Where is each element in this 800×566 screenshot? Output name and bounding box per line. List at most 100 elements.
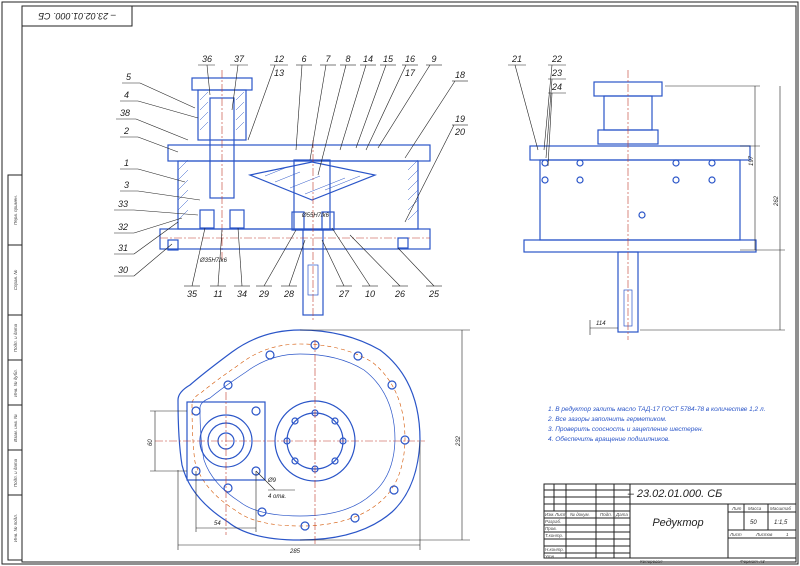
part-no: 1 bbox=[124, 158, 129, 168]
front-section-view: Ø35H7/k6 Ø55H7/k6 bbox=[159, 70, 431, 322]
bearing-left bbox=[291, 211, 305, 231]
bearing-input-l bbox=[199, 209, 215, 229]
note-4: 4. Обеспечить вращение подшипников. bbox=[548, 435, 670, 443]
stamp-orig-inv: Инв. № подл. bbox=[13, 514, 18, 542]
format-label: Формат А3 bbox=[740, 559, 765, 564]
tb-person: Утв. bbox=[545, 554, 555, 559]
dim-hole-count: 4 отв. bbox=[268, 494, 286, 500]
copied-label: Копировал bbox=[640, 559, 663, 564]
part-no: 17 bbox=[405, 68, 416, 78]
part-no: 38 bbox=[120, 108, 130, 118]
part-no: 21 bbox=[511, 54, 522, 64]
plan-inner-dashed bbox=[191, 343, 406, 527]
bevel-gear bbox=[247, 161, 378, 201]
part-no: 34 bbox=[237, 289, 247, 299]
side-base bbox=[523, 239, 757, 253]
stamp-sign-date-2: Подп. и дата bbox=[13, 458, 18, 487]
part-no: 25 bbox=[428, 289, 440, 299]
part-no: 8 bbox=[345, 54, 350, 64]
side-cover bbox=[529, 145, 751, 161]
tb-mass-value: 50 bbox=[750, 520, 757, 526]
part-no: 31 bbox=[118, 243, 128, 253]
part-no: 23 bbox=[551, 68, 562, 78]
dim-plan-height: 232 bbox=[456, 435, 462, 447]
part-no: 24 bbox=[551, 82, 562, 92]
dim-plan-width: 285 bbox=[289, 549, 301, 555]
tb-scale-value: 1:1,5 bbox=[774, 520, 788, 526]
drawing-code: – 23.02.01.000. СБ bbox=[627, 488, 723, 500]
tb-person: Т.контр. bbox=[545, 533, 563, 538]
part-no: 10 bbox=[365, 289, 375, 299]
note-2: 2. Все зазоры заполнить герметиком. bbox=[547, 416, 667, 423]
tb-row-label: Лист bbox=[554, 512, 567, 517]
tb-scale: Масштаб bbox=[770, 506, 791, 511]
plan-view: 285 232 60 54 Ø9 4 отв. bbox=[148, 329, 470, 555]
dim-hole: Ø9 bbox=[267, 478, 277, 484]
plan-outline bbox=[177, 329, 421, 541]
part-no: 7 bbox=[325, 54, 331, 64]
dim-left-flange: 60 bbox=[148, 439, 154, 446]
side-view: 197 262 114 bbox=[523, 70, 785, 340]
part-no: 9 bbox=[431, 54, 436, 64]
stamp-dup-inv: Инв. № дубл. bbox=[13, 369, 18, 397]
tb-row-label: Подп. bbox=[600, 512, 612, 517]
part-no: 19 bbox=[455, 114, 465, 124]
part-no: 18 bbox=[455, 70, 465, 80]
part-no: 13 bbox=[274, 68, 284, 78]
part-numbers-left: 5 4 38 2 1 3 33 32 31 30 bbox=[114, 72, 201, 277]
part-no: 27 bbox=[338, 289, 350, 299]
part-no: 37 bbox=[234, 54, 245, 64]
dim-side-total: 262 bbox=[774, 195, 780, 207]
part-no: 2 bbox=[123, 126, 129, 136]
part-no: 22 bbox=[551, 54, 562, 64]
part-no: 6 bbox=[301, 54, 306, 64]
bearing-right bbox=[321, 211, 335, 231]
tb-sheet: Лист bbox=[729, 532, 742, 537]
note-3: 3. Проверить соосность и зацепление шест… bbox=[548, 426, 704, 433]
part-no: 33 bbox=[118, 199, 128, 209]
stamp-first-use: Перв. примен. bbox=[13, 195, 18, 225]
top-stamp-box: – 23.02.01.000. СБ bbox=[21, 5, 133, 27]
part-no: 36 bbox=[202, 54, 212, 64]
note-1: 1. В редуктор залить масло ТАД-17 ГОСТ 5… bbox=[548, 405, 766, 413]
stamp-ref-no: Справ. № bbox=[13, 270, 18, 291]
part-no: 14 bbox=[363, 54, 373, 64]
part-numbers-bottom: 35 11 34 29 28 27 10 26 25 bbox=[184, 227, 442, 299]
part-no: 30 bbox=[118, 265, 128, 275]
part-numbers-side: 21 22 23 24 bbox=[508, 54, 566, 167]
part-numbers-top: 36 37 12 13 6 7 8 14 15 16 17 9 18 19 20 bbox=[198, 54, 468, 223]
dim-side-inner: 197 bbox=[749, 155, 755, 166]
part-no: 12 bbox=[274, 54, 284, 64]
tb-row-label: № докум. bbox=[570, 512, 590, 517]
left-stamp-strip: Перв. примен. Справ. № Подп. и дата Инв.… bbox=[7, 174, 23, 561]
part-no: 32 bbox=[118, 222, 128, 232]
tb-row-label: Дата bbox=[615, 512, 628, 517]
tb-lit: Лит bbox=[731, 506, 742, 511]
title-block: Изм. Лист № докум. Подп. Дата Разраб. Пр… bbox=[543, 483, 797, 559]
bearing-input-r bbox=[229, 209, 245, 229]
dim-bolt-pitch: 54 bbox=[214, 521, 221, 527]
tb-sheets-value: 1 bbox=[786, 532, 789, 537]
base-plate bbox=[159, 228, 431, 250]
bore-dim-b: Ø55H7/k6 bbox=[301, 213, 330, 219]
part-no: 4 bbox=[124, 90, 129, 100]
stamp-replace-inv: Взам. инв. № bbox=[13, 414, 18, 442]
tb-row-label: Изм. bbox=[545, 512, 555, 517]
part-no: 3 bbox=[124, 180, 129, 190]
tb-sheets: Листов bbox=[755, 532, 773, 537]
dim-shaft: 114 bbox=[596, 321, 606, 327]
tb-person: Разраб. bbox=[545, 519, 561, 524]
side-housing bbox=[539, 159, 741, 241]
part-no: 15 bbox=[383, 54, 394, 64]
cover-plate bbox=[167, 144, 431, 162]
part-no: 26 bbox=[394, 289, 405, 299]
tb-person: Пров. bbox=[545, 526, 557, 531]
stamp-top-text: – 23.02.01.000. СБ bbox=[38, 11, 117, 21]
inner-frame bbox=[21, 5, 797, 563]
part-no: 11 bbox=[213, 289, 222, 299]
bore-dim-a: Ø35H7/k6 bbox=[199, 258, 228, 264]
part-no: 35 bbox=[187, 289, 198, 299]
part-no: 16 bbox=[405, 54, 415, 64]
